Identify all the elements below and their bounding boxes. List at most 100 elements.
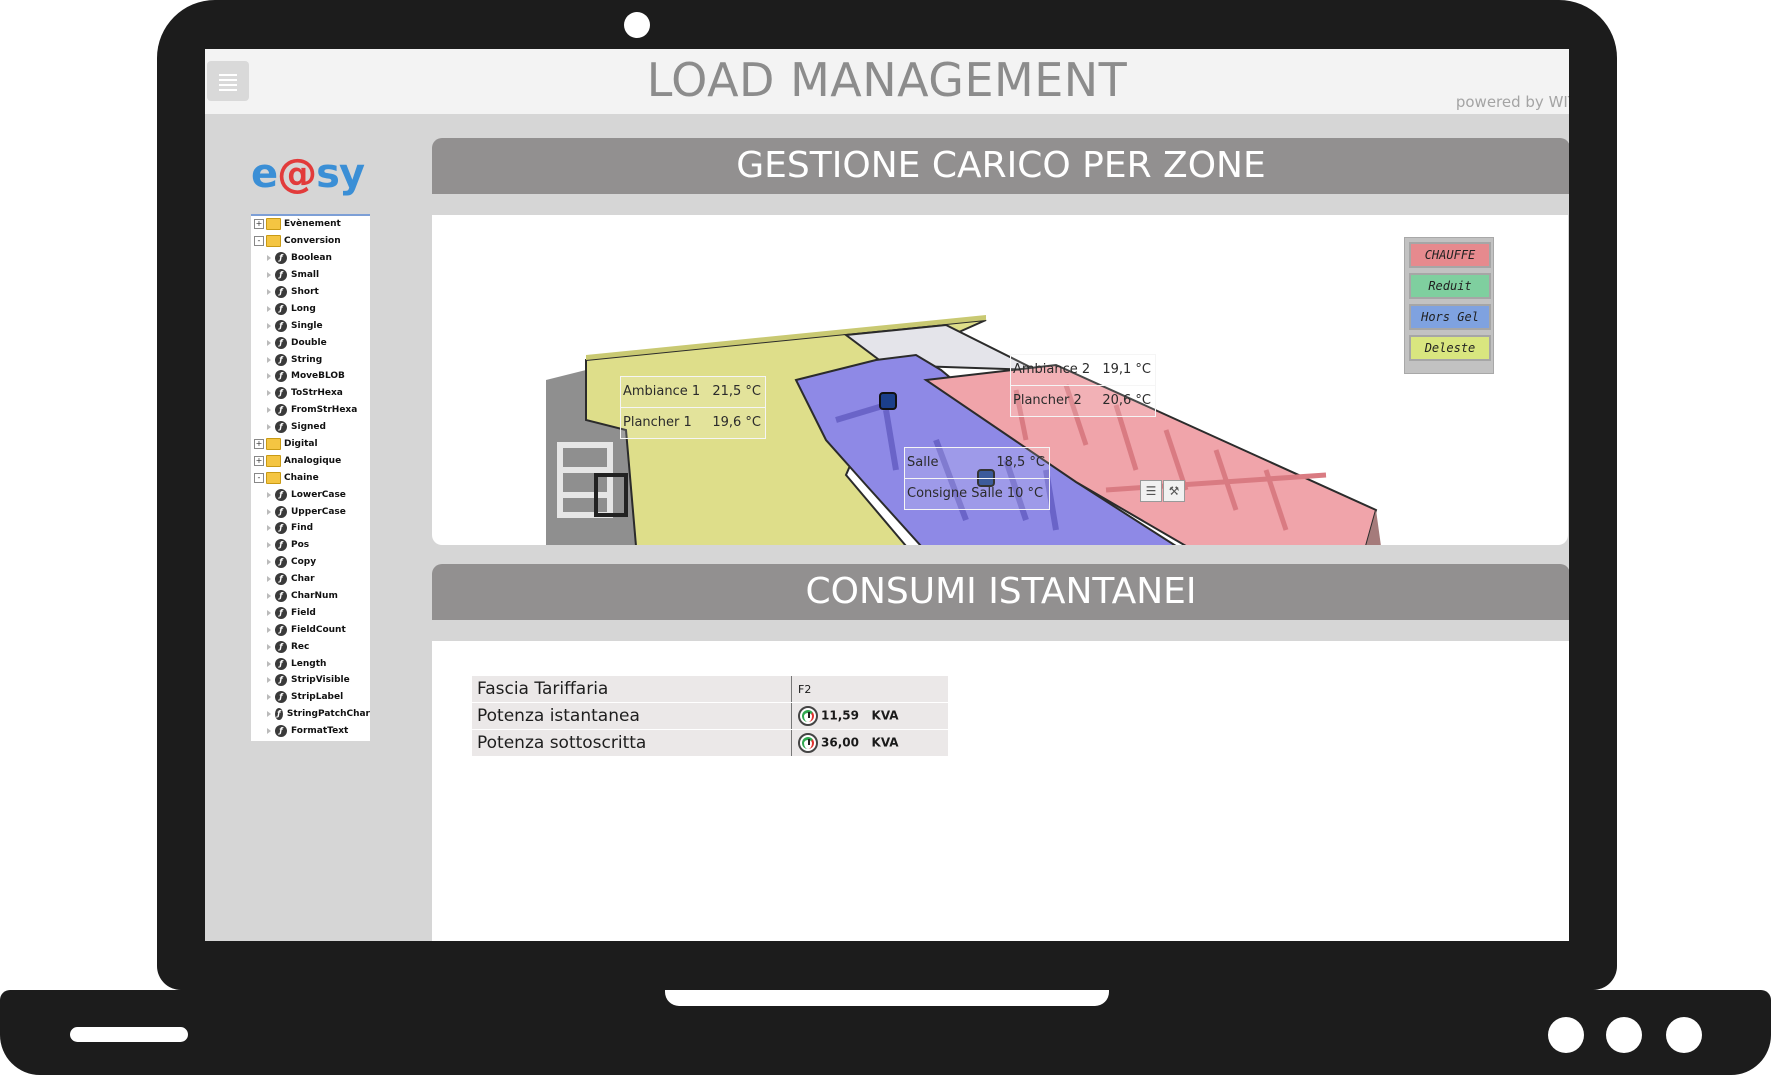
table-row: Potenza istantanea 11,59 KVA: [472, 702, 948, 730]
tree-function-item[interactable]: ƒ MoveBLOB: [251, 368, 370, 385]
expand-icon[interactable]: +: [254, 455, 264, 466]
chevron-right-icon: [267, 424, 271, 431]
function-icon: ƒ: [275, 522, 287, 535]
tree-item-label: FieldCount: [291, 624, 346, 635]
floorplan-image: [546, 315, 1381, 545]
tree-folder-item[interactable]: +Evènement: [251, 216, 370, 233]
tree-folder-item[interactable]: + Analogique: [251, 452, 370, 469]
wrench-icon[interactable]: ⚒: [1163, 480, 1185, 502]
chevron-right-icon: [267, 491, 271, 498]
tree-folder-item[interactable]: - Chaine: [251, 469, 370, 486]
row-label: Potenza istantanea: [472, 702, 792, 730]
tree-folder-item[interactable]: - Conversion: [251, 233, 370, 250]
consumi-panel: Fascia Tariffaria F2 Potenza istantanea …: [432, 641, 1569, 941]
floorplan-scaffold: [557, 442, 628, 518]
tree-function-item[interactable]: ƒ Rec: [251, 638, 370, 655]
tree-item-label: StripLabel: [291, 692, 344, 703]
expand-icon[interactable]: +: [254, 219, 264, 230]
chevron-right-icon: [267, 559, 271, 566]
row-value: 36,00 KVA: [791, 729, 948, 757]
legend-deleste-button[interactable]: Deleste: [1409, 335, 1491, 361]
function-icon: ƒ: [275, 708, 283, 721]
legend-hors-gel-button[interactable]: Hors Gel: [1409, 304, 1491, 330]
function-icon: ƒ: [275, 488, 287, 501]
function-icon: ƒ: [275, 623, 287, 636]
function-icon: ƒ: [275, 302, 287, 315]
zones-section-header: GESTIONE CARICO PER ZONE: [432, 138, 1569, 194]
tree-item-label: StringPatchChar: [286, 709, 370, 720]
chevron-right-icon: [267, 407, 271, 414]
tree-item-label: Double: [291, 337, 327, 348]
collapse-icon[interactable]: -: [254, 472, 264, 483]
consumi-section-header: CONSUMI ISTANTANEI: [432, 564, 1569, 620]
chevron-right-icon: [267, 373, 271, 380]
chevron-right-icon: [267, 593, 271, 600]
function-icon: ƒ: [275, 370, 287, 383]
menu-line: [219, 89, 237, 91]
hamburger-menu-button[interactable]: [207, 61, 249, 101]
mode-legend: CHAUFFE Reduit Hors Gel Deleste: [1404, 237, 1494, 374]
table-row: Potenza sottoscritta 36,00 KVA: [472, 729, 948, 757]
tree-item-label: Analogique: [284, 455, 342, 466]
powered-by-label: powered by WIT: [1455, 93, 1569, 111]
tree-item-label: MoveBLOB: [291, 371, 345, 382]
tree-item-label: Rec: [291, 641, 310, 652]
menu-line: [219, 74, 237, 76]
function-icon: ƒ: [275, 319, 287, 332]
tree-folder-item[interactable]: + Digital: [251, 436, 370, 453]
legend-reduit-button[interactable]: Reduit: [1409, 273, 1491, 299]
row-label: Fascia Tariffaria: [472, 676, 792, 703]
tree-item-label: Long: [291, 303, 316, 314]
function-icon: ƒ: [275, 404, 287, 417]
list-icon[interactable]: ☰: [1140, 480, 1162, 502]
collapse-icon[interactable]: -: [254, 236, 264, 247]
expand-icon[interactable]: +: [254, 439, 264, 450]
tree-function-item[interactable]: ƒ Double: [251, 334, 370, 351]
folder-icon: [266, 438, 281, 451]
function-icon: ƒ: [275, 657, 287, 670]
tree-item-label: Conversion: [284, 236, 341, 247]
tree-function-item[interactable]: ƒ Long: [251, 300, 370, 317]
sensor-icon: [879, 392, 897, 410]
legend-chauffe-button[interactable]: CHAUFFE: [1409, 242, 1491, 268]
chevron-right-icon: [267, 694, 271, 701]
gauge-icon: [798, 733, 818, 753]
tree-function-item[interactable]: ƒ FieldCount: [251, 621, 370, 638]
row-label: Potenza sottoscritta: [472, 729, 792, 757]
chevron-right-icon: [267, 272, 271, 279]
folder-icon: [266, 471, 281, 484]
tree-function-item[interactable]: ƒ FromStrHexa: [251, 402, 370, 419]
table-row: Fascia Tariffaria F2: [472, 676, 948, 703]
tree-item-label: Pos: [291, 540, 310, 551]
tree-item-label: Single: [291, 320, 323, 331]
chevron-right-icon: [267, 677, 271, 684]
function-icon: ƒ: [275, 640, 287, 653]
function-icon: ƒ: [275, 336, 287, 349]
tree-function-item[interactable]: ƒ Single: [251, 317, 370, 334]
chevron-right-icon: [267, 305, 271, 312]
function-icon: ƒ: [275, 573, 287, 586]
tree-item-label: Chaine: [284, 472, 319, 483]
tree-item-label: FromStrHexa: [291, 405, 358, 416]
tree-item-label: Digital: [284, 439, 318, 450]
